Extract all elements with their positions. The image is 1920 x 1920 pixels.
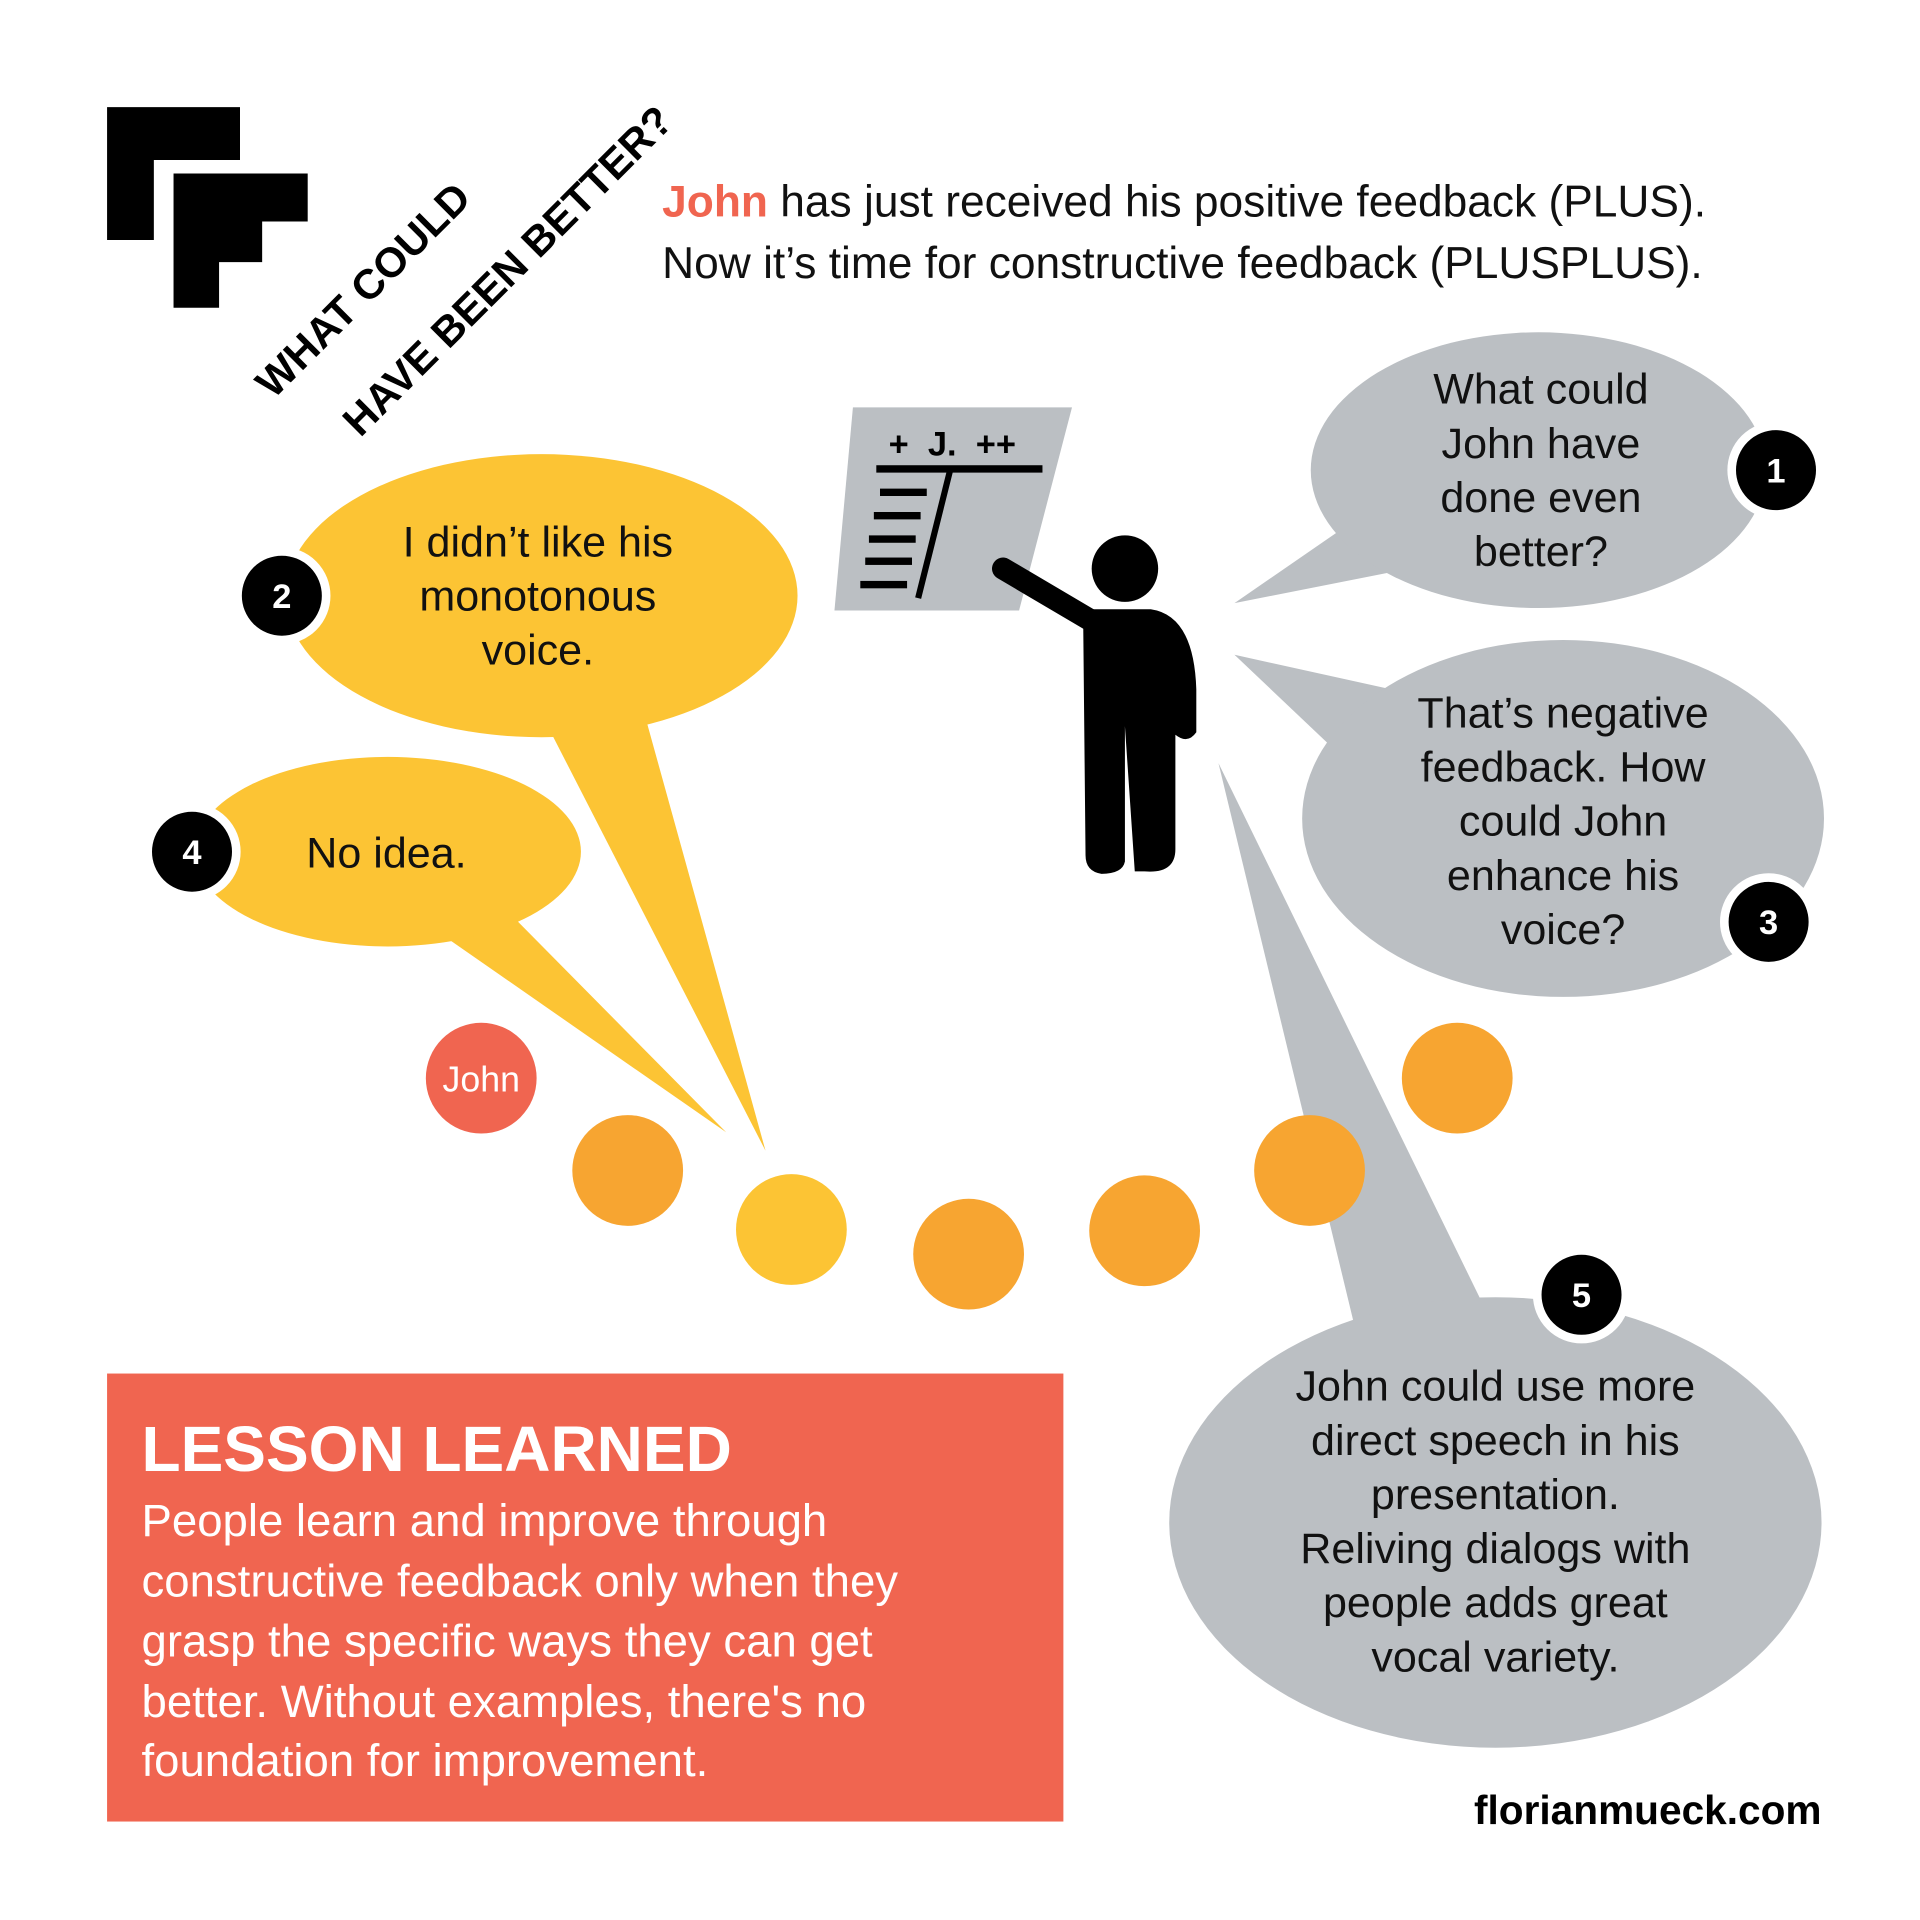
audience-john-dot <box>425 1022 537 1134</box>
bubble-3-number: 3 <box>1759 904 1778 942</box>
bubble-5-tail <box>1218 763 1484 1324</box>
bubble-3-line: voice? <box>1501 906 1625 954</box>
audience-dot <box>1401 1022 1513 1134</box>
bubble-1-line: What could <box>1433 366 1648 414</box>
bubble-1-number: 1 <box>1766 452 1785 490</box>
bubble-2-line: voice. <box>482 627 594 675</box>
audience-dot <box>572 1115 684 1226</box>
board-header: + J. ++ <box>889 425 1016 463</box>
lesson-line: better. Without examples, there's no <box>142 1676 867 1727</box>
bubble-3-line: feedback. How <box>1421 744 1707 792</box>
bubble-2-tail <box>547 720 766 1151</box>
bubble-2-number: 2 <box>272 578 291 616</box>
audience-dot <box>1089 1175 1200 1287</box>
bubble-5-line: presentation. <box>1371 1471 1620 1519</box>
bubble-1-line: better? <box>1474 528 1608 576</box>
lesson-title: LESSON LEARNED <box>142 1413 732 1485</box>
speech-bubble-4: No idea. 4 <box>143 756 581 947</box>
speech-bubble-2: I didn’t like his monotonous voice. 2 <box>233 454 798 738</box>
audience: John <box>425 1022 1513 1310</box>
speech-bubble-1: What could John have done even better? 1 <box>1310 332 1825 608</box>
rotated-heading: WHAT COULD HAVE BEEN BETTER? <box>246 96 681 444</box>
bubble-1-line: done even <box>1440 474 1641 522</box>
bubble-2-line: I didn’t like his <box>403 518 673 566</box>
audience-john-label: John <box>443 1060 520 1100</box>
lesson-line: constructive feedback only when they <box>142 1555 899 1606</box>
audience-dot <box>913 1198 1024 1310</box>
bubble-1-line: John have <box>1442 420 1641 468</box>
lesson-line: foundation for improvement. <box>142 1735 709 1786</box>
bubble-2-line: monotonous <box>419 572 656 620</box>
speech-bubble-3: That’s negative feedback. How could John… <box>1302 640 1824 997</box>
feedback-board-icon: + J. ++ <box>834 407 1072 611</box>
bubble-3-line: That’s negative <box>1417 689 1708 737</box>
lesson-line: People learn and improve through <box>142 1495 828 1546</box>
logo-icon <box>107 107 308 308</box>
bubble-3-line: could John <box>1459 798 1667 846</box>
intro-line-1: John has just received his positive feed… <box>662 178 1706 227</box>
presenter-icon <box>992 535 1197 874</box>
bubble-5-line: vocal variety. <box>1371 1633 1619 1681</box>
bubble-3-line: enhance his <box>1447 852 1679 900</box>
intro-line-1-rest: has just received his positive feedback … <box>768 178 1706 227</box>
footer-site-link[interactable]: florianmueck.com <box>1474 1787 1822 1833</box>
bubble-5-line: John could use more <box>1296 1363 1696 1411</box>
intro-name: John <box>662 178 768 227</box>
audience-dot <box>1254 1115 1365 1226</box>
lesson-box: LESSON LEARNED People learn and improve … <box>107 1373 1064 1822</box>
bubble-4-number: 4 <box>182 834 201 872</box>
audience-dot <box>736 1174 847 1285</box>
bubble-5-line: Reliving dialogs with <box>1300 1525 1690 1573</box>
bubble-5-number: 5 <box>1572 1277 1591 1315</box>
bubble-4-line: No idea. <box>306 830 466 878</box>
speech-bubble-5: John could use more direct speech in his… <box>1169 1246 1822 1748</box>
intro-line-2: Now it’s time for constructive feedback … <box>662 239 1703 288</box>
bubble-5-line: people adds great <box>1323 1579 1668 1627</box>
bubble-5-line: direct speech in his <box>1311 1417 1680 1465</box>
bubble-4-tail <box>443 920 727 1133</box>
lesson-line: grasp the specific ways they can get <box>142 1616 874 1667</box>
